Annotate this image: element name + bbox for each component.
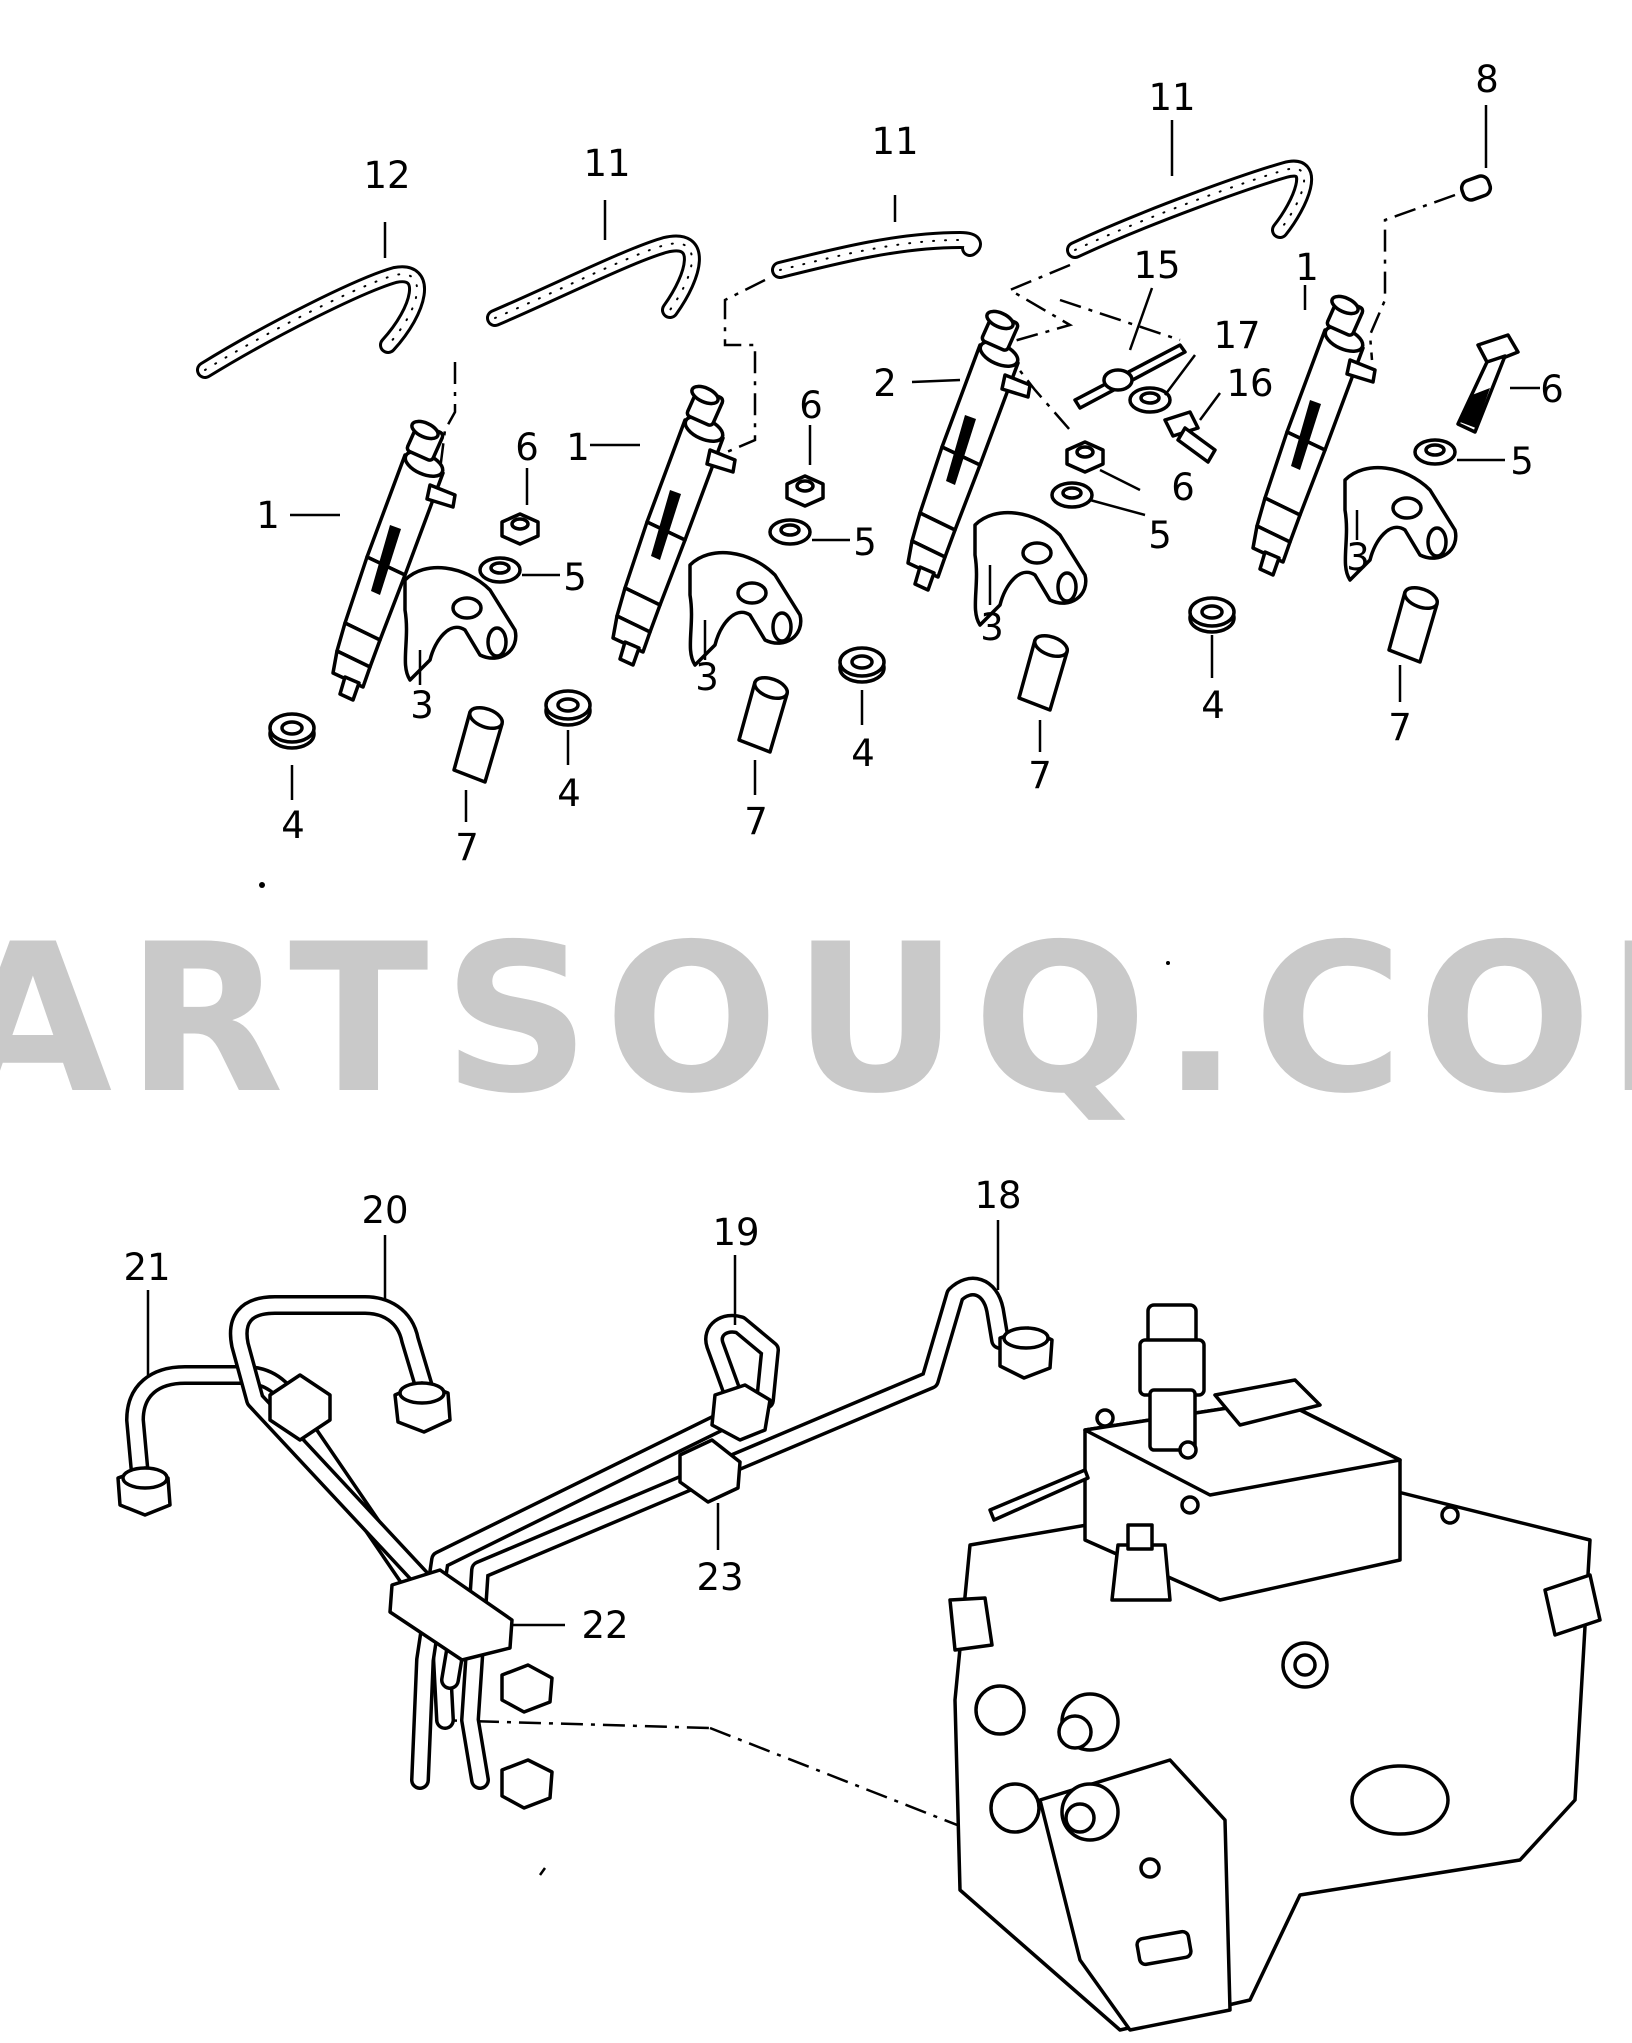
assembly-line-2 <box>719 278 766 457</box>
sleeve-7-c <box>1017 629 1072 712</box>
stray-dot <box>1166 961 1170 965</box>
pipe-clamp-22 <box>388 1568 514 1662</box>
washer-5-b <box>768 518 812 546</box>
callout-1-b: 1 <box>566 426 590 469</box>
callout-21: 21 <box>123 1246 170 1289</box>
callout-7-c: 7 <box>1028 754 1052 797</box>
callout-12: 12 <box>363 154 410 197</box>
injector-1-a <box>331 416 457 702</box>
injection-pipe-18 <box>460 1276 1010 1790</box>
callout-6-b: 6 <box>799 384 823 427</box>
callout-6-c: 6 <box>1171 466 1195 509</box>
callout-3-a: 3 <box>410 684 434 727</box>
clamp-3-b <box>688 550 803 667</box>
sleeve-7-d <box>1387 581 1442 664</box>
seal-4-b <box>544 689 592 727</box>
leak-off-hose-11-b <box>771 231 982 279</box>
callout-5-a: 5 <box>563 556 587 599</box>
washer-5-a <box>478 556 522 584</box>
callout-11-c: 11 <box>1148 76 1195 119</box>
callout-7-d: 7 <box>1388 706 1412 749</box>
injection-pump <box>948 1303 1602 2032</box>
assembly-line-7 <box>434 1718 711 1730</box>
callout-15: 15 <box>1133 244 1180 287</box>
callout-11-a: 11 <box>583 142 630 185</box>
assembly-line-8 <box>538 1867 547 1876</box>
assembly-line-3 <box>997 263 1074 431</box>
callout-16: 16 <box>1226 362 1273 405</box>
callout-3-c: 3 <box>980 606 1004 649</box>
injection-pipe-19 <box>410 1313 780 1790</box>
callout-6-d: 6 <box>1540 368 1564 411</box>
watermark: PARTSOUQ.COM <box>0 901 1632 1139</box>
callout-4-b: 4 <box>557 772 581 815</box>
callout-11-b: 11 <box>871 120 918 163</box>
bolt-6 <box>1456 333 1520 434</box>
assembly-line-1 <box>438 362 457 471</box>
nut-6-c <box>1065 440 1105 474</box>
sleeve-7-b <box>737 671 792 754</box>
seal-4-c <box>838 646 886 684</box>
seal-4-d <box>1188 596 1236 634</box>
callout-19: 19 <box>712 1211 759 1254</box>
clamp-3-a <box>403 565 518 682</box>
callout-6-a: 6 <box>515 426 539 469</box>
callout-4-d: 4 <box>1201 684 1225 727</box>
leak-off-hose-12 <box>196 265 426 379</box>
nut-6-a <box>500 512 540 546</box>
callout-7-a: 7 <box>455 826 479 869</box>
callout-5-d: 5 <box>1510 440 1534 483</box>
washer-17 <box>1128 386 1172 414</box>
callout-23: 23 <box>696 1556 743 1599</box>
pipe-nut-21 <box>116 1466 172 1517</box>
cap-8 <box>1459 174 1493 202</box>
pipe-nut-20 <box>393 1381 452 1434</box>
callout-5-c: 5 <box>1148 514 1172 557</box>
stray-dot <box>259 882 265 888</box>
callout-22: 22 <box>581 1604 628 1647</box>
washer-5-d <box>1413 438 1457 466</box>
callout-3-b: 3 <box>695 656 719 699</box>
callout-17: 17 <box>1213 314 1260 357</box>
callout-8: 8 <box>1475 58 1499 101</box>
nut-6-b <box>785 474 825 508</box>
leader-lines-upper <box>290 105 1540 822</box>
callout-4-a: 4 <box>281 804 305 847</box>
callout-1-c: 1 <box>1295 246 1319 289</box>
pipe-clamp-23 <box>678 1438 742 1504</box>
assembly-line-5 <box>1368 193 1456 361</box>
callout-4-c: 4 <box>851 732 875 775</box>
callout-7-b: 7 <box>744 800 768 843</box>
callout-3-d: 3 <box>1346 536 1370 579</box>
leak-off-hose-11-c <box>1066 159 1314 259</box>
sleeve-7-a <box>452 701 507 784</box>
pipe-clamp-top <box>268 1373 332 1442</box>
bolt-16 <box>1163 410 1217 464</box>
callout-5-b: 5 <box>853 521 877 564</box>
leak-off-hose-11-a <box>486 234 701 327</box>
callout-2: 2 <box>873 362 897 405</box>
pipe-nut-18 <box>998 1326 1054 1380</box>
assembly-line-6 <box>709 1726 971 1832</box>
leader-lines-lower <box>146 1220 1000 1627</box>
callout-20: 20 <box>361 1189 408 1232</box>
bracket-15 <box>1073 343 1187 410</box>
assembly-line-4 <box>1059 298 1181 342</box>
pipe-nuts-lower <box>500 1663 554 1810</box>
pipe-nut-19 <box>710 1383 772 1442</box>
callout-labels: 12 11 11 11 8 15 17 16 2 1 1 1 1 6 6 6 6… <box>123 58 1563 1647</box>
seal-4-a <box>268 712 316 750</box>
washer-5-c <box>1050 481 1094 509</box>
injection-pipe-20 <box>228 1295 470 1690</box>
callout-18: 18 <box>974 1174 1021 1217</box>
callout-1-a: 1 <box>256 494 280 537</box>
